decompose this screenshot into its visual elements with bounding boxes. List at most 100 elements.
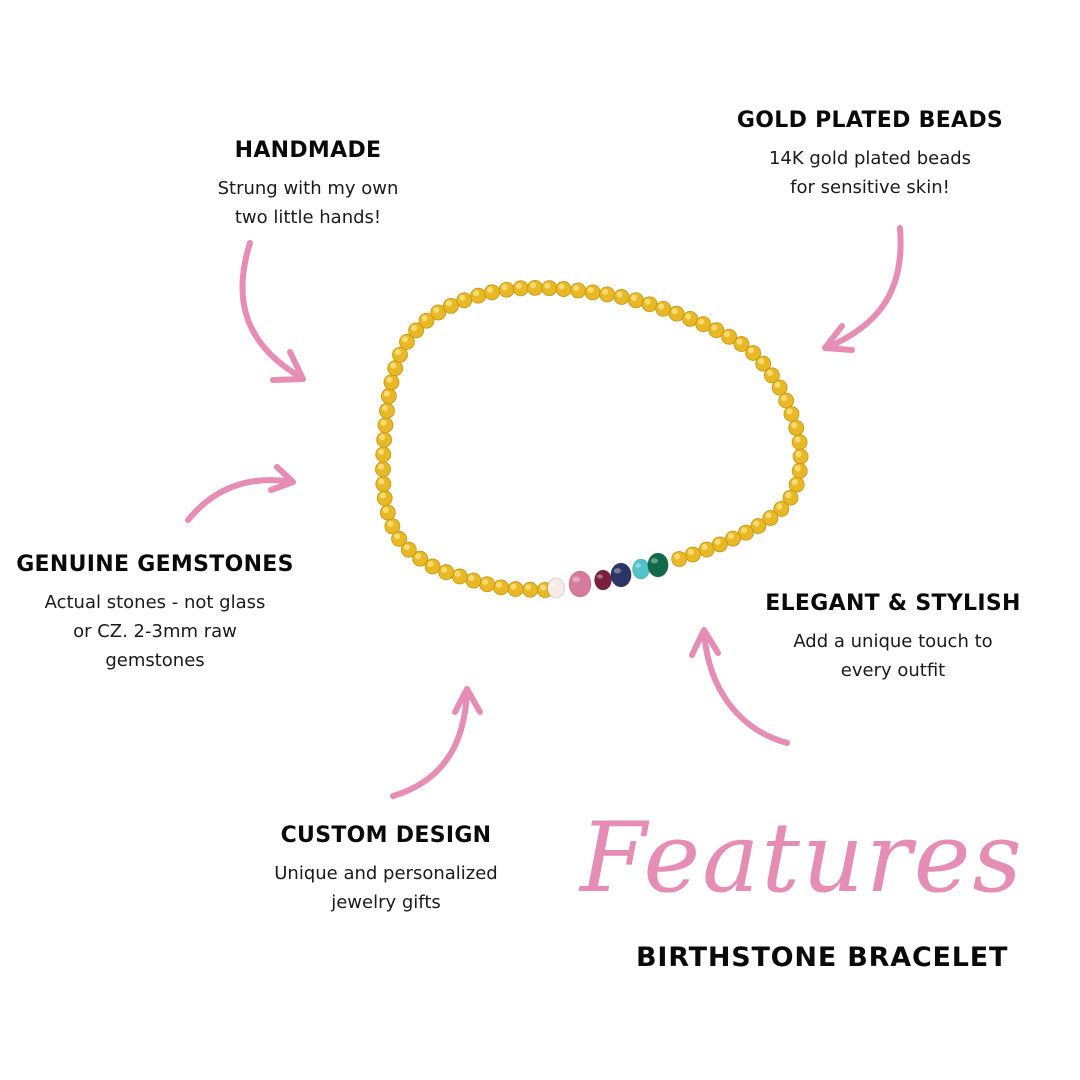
gold-bead [778, 392, 795, 409]
gold-bead [613, 289, 630, 305]
description-line: or CZ. 2-3mm raw [73, 621, 237, 643]
gold-bead [745, 345, 761, 361]
feature-description: Add a unique touch to every outfit [752, 627, 1034, 685]
gold-bead [465, 572, 482, 589]
gold-bead [788, 476, 805, 493]
feature-custom-design: CUSTOM DESIGN Unique and personalized je… [238, 823, 534, 917]
description-line: Unique and personalized [274, 863, 498, 885]
gold-bead [791, 463, 808, 479]
gold-bead [377, 417, 394, 434]
gold-bead [375, 476, 392, 492]
feature-title: GENUINE GEMSTONES [16, 552, 294, 577]
gold-bead [708, 322, 725, 339]
gold-bead [430, 304, 447, 321]
feature-title: HANDMADE [234, 138, 382, 163]
gold-bead [541, 280, 558, 297]
gold-bead [698, 541, 715, 558]
gold-bead [451, 568, 468, 585]
gold-bead [684, 546, 701, 563]
gold-bead [522, 581, 539, 598]
gold-bead [412, 550, 429, 567]
gold-bead [721, 328, 738, 345]
gold-bead [470, 287, 487, 304]
description-line: Strung with my own [217, 178, 399, 200]
gold-bead [641, 296, 658, 313]
gold-bead [438, 564, 455, 581]
gold-bead [570, 282, 587, 299]
gold-bead [792, 448, 809, 465]
gold-bead [750, 518, 767, 534]
gold-bead [399, 334, 415, 350]
gold-bead [771, 379, 788, 396]
gold-bead [733, 336, 750, 352]
feature-title: CUSTOM DESIGN [280, 823, 492, 848]
feature-description: 14K gold plated beads for sensitive skin… [718, 144, 1022, 202]
gold-bead [755, 355, 772, 372]
gemstone-sapphire [610, 562, 632, 588]
gold-bead [555, 281, 572, 297]
bracelet-image [375, 279, 809, 598]
description-line: Actual stones - not glass [44, 592, 266, 614]
features-script-title: Features [580, 802, 1024, 914]
gold-bead [456, 292, 473, 309]
gold-bead [695, 316, 712, 333]
gold-bead [599, 286, 615, 303]
gold-bead [584, 284, 601, 301]
gold-bead [387, 360, 404, 377]
feature-description: Actual stones - not glass or CZ. 2-3mm r… [0, 588, 310, 675]
description-line: gemstones [105, 650, 205, 672]
feature-genuine-gemstones: GENUINE GEMSTONES Actual stones - not gl… [0, 552, 310, 675]
gold-bead [512, 280, 529, 297]
gold-bead [762, 510, 779, 526]
gold-bead [782, 489, 799, 506]
gemstone-emerald [647, 552, 669, 578]
gold-bead [527, 279, 543, 296]
gold-bead [384, 518, 401, 535]
gold-bead [392, 346, 408, 363]
gold-bead [498, 281, 515, 298]
arrow-elegant-icon [689, 627, 790, 746]
arrow-gemstones-icon [185, 464, 296, 523]
description-line: for sensitive skin! [790, 177, 950, 199]
gold-bead [376, 431, 393, 448]
gold-bead [391, 530, 408, 547]
gold-bead [668, 305, 685, 322]
feature-description: Strung with my own two little hands! [178, 174, 438, 232]
gold-bead [783, 406, 800, 422]
gold-bead [380, 388, 397, 405]
gold-bead [711, 536, 728, 553]
description-line: every outfit [840, 660, 946, 682]
description-line: jewelry gifts [331, 892, 441, 914]
description-line: Add a unique touch to [793, 631, 993, 653]
gold-bead [479, 576, 496, 593]
feature-title: GOLD PLATED BEADS [736, 108, 1004, 133]
feature-handmade: HANDMADE Strung with my own two little h… [178, 138, 438, 232]
gold-bead [725, 530, 741, 547]
gold-bead [493, 579, 509, 596]
gold-bead [507, 581, 524, 597]
feature-gold-plated-beads: GOLD PLATED BEADS 14K gold plated beads … [718, 108, 1022, 202]
gold-bead [773, 501, 790, 517]
gold-bead [738, 524, 754, 541]
gold-bead [379, 402, 395, 419]
gemstone-pearl [547, 577, 565, 599]
feature-description: Unique and personalized jewelry gifts [238, 859, 534, 917]
gold-bead [763, 367, 780, 384]
description-line: two little hands! [234, 207, 382, 229]
description-line: 14K gold plated beads [768, 148, 972, 170]
gold-bead [376, 490, 393, 507]
gold-bead [655, 300, 672, 317]
birthstone-bracelet-title: BIRTHSTONE BRACELET [636, 942, 1009, 973]
arrow-gold-plated-icon [822, 225, 904, 353]
gold-bead [484, 284, 500, 301]
gold-bead [408, 322, 425, 339]
gold-bead [383, 374, 400, 391]
gold-bead [400, 541, 417, 558]
arrow-custom-design-icon [390, 686, 483, 799]
feature-title: ELEGANT & STYLISH [765, 591, 1021, 616]
gemstones [547, 552, 669, 599]
gold-bead [788, 420, 805, 436]
gold-bead [791, 434, 808, 451]
gemstone-pink-tourmaline [568, 570, 592, 598]
